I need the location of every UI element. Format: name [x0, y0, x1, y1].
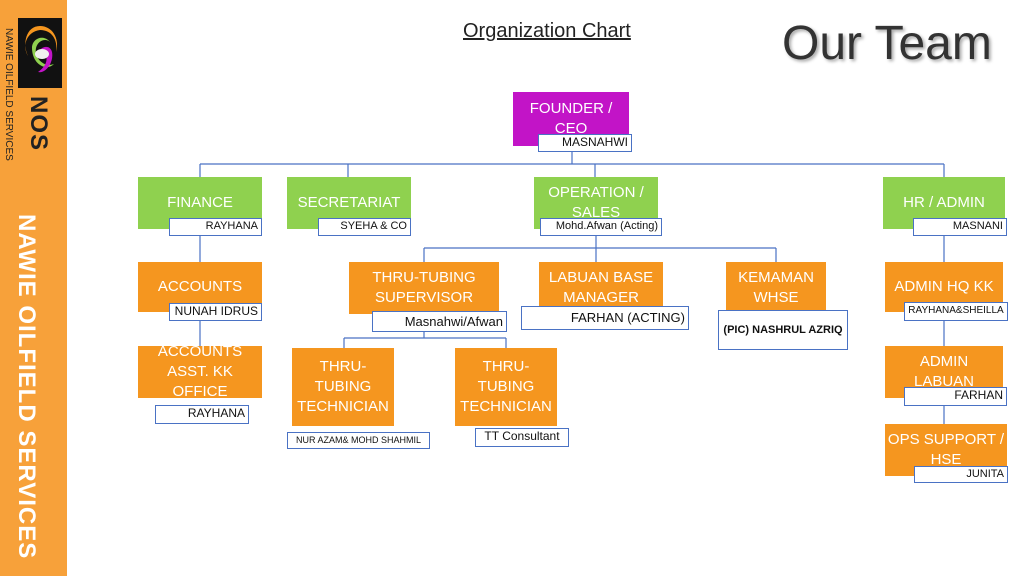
- node-finance: FINANCE: [138, 177, 262, 229]
- node-person: RAYHANA&SHEILLA: [904, 302, 1008, 321]
- node-title: ACCOUNTS ASST. KK OFFICE: [157, 343, 243, 400]
- node-person: RAYHANA: [155, 405, 249, 424]
- node-title: HR / ADMIN: [903, 194, 985, 211]
- node-person: RAYHANA: [169, 218, 262, 236]
- page-title: Our Team: [782, 17, 992, 70]
- node-person: MASNAHWI: [538, 134, 632, 152]
- node-title: KEMAMAN WHSE: [738, 269, 814, 306]
- node-person: MASNANI: [913, 218, 1007, 236]
- node-person: JUNITA: [914, 466, 1008, 483]
- node-thru-tubing-technician-2: THRU-TUBING TECHNICIAN: [455, 348, 557, 426]
- node-title: FINANCE: [167, 194, 233, 211]
- node-title: SECRETARIAT: [297, 194, 401, 211]
- node-title: THRU-TUBING SUPERVISOR: [372, 269, 476, 306]
- node-title: ACCOUNTS: [157, 278, 243, 295]
- node-title: THRU-TUBING TECHNICIAN: [297, 358, 389, 415]
- node-person: (PIC) NASHRUL AZRIQ: [718, 310, 848, 350]
- node-person: NUNAH IDRUS: [169, 303, 262, 321]
- node-founder-ceo: FOUNDER / CEO: [513, 92, 629, 146]
- node-title: OPS SUPPORT / HSE: [887, 431, 1005, 468]
- node-accounts-asst: ACCOUNTS ASST. KK OFFICE: [138, 343, 262, 400]
- node-title: LABUAN BASE MANAGER: [548, 269, 654, 306]
- node-kemaman-whse: KEMAMAN WHSE: [726, 262, 826, 314]
- node-title: FOUNDER / CEO: [529, 100, 613, 137]
- node-thru-tubing-technician-1: THRU-TUBING TECHNICIAN: [292, 348, 394, 426]
- node-person: FARHAN: [904, 387, 1007, 406]
- brand-sidebar: NAWIE OILFIELD SERVICES NOS NAWIE OILFIE…: [0, 0, 67, 576]
- node-title: ADMIN LABUAN: [913, 353, 975, 390]
- node-person: FARHAN (ACTING): [521, 306, 689, 330]
- node-person: Masnahwi/Afwan: [372, 311, 507, 332]
- node-title: OPERATION / SALES: [548, 184, 644, 221]
- company-logo: [18, 18, 62, 88]
- node-labuan-base-manager: LABUAN BASE MANAGER: [539, 262, 663, 314]
- node-title: THRU-TUBING TECHNICIAN: [460, 358, 552, 415]
- node-title: ADMIN HQ KK: [894, 278, 994, 295]
- node-thru-tubing-supervisor: THRU-TUBING SUPERVISOR: [349, 262, 499, 314]
- node-person: TT Consultant: [475, 428, 569, 447]
- node-person: NUR AZAM& MOHD SHAHMIL: [287, 432, 430, 449]
- node-person: Mohd.Afwan (Acting): [540, 218, 662, 236]
- organization-chart-title: Organization Chart: [463, 20, 631, 42]
- node-person: SYEHA & CO: [318, 218, 411, 236]
